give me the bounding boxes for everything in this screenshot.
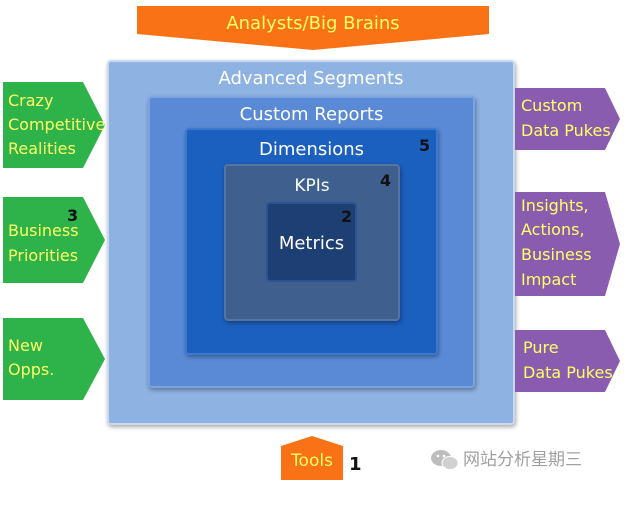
- left-arrow-3: New Opps.: [3, 318, 105, 400]
- top-banner-label: Analysts/Big Brains: [226, 13, 400, 34]
- right-arrow-2-line-1: Insights,: [521, 196, 589, 215]
- left-arrow-1-line-3: Realities: [8, 139, 76, 158]
- left-arrow-2-shape: [3, 197, 105, 283]
- right-arrow-3: Pure Data Pukes: [515, 330, 620, 392]
- left-arrow-3-line-1: New: [8, 336, 43, 355]
- layer-metrics: [266, 202, 357, 282]
- right-arrow-1-line-1: Custom: [521, 96, 583, 115]
- right-arrow-3-line-2: Data Pukes: [523, 363, 613, 382]
- left-arrow-1-line-2: Competitive: [8, 115, 106, 134]
- left-arrow-3-line-2: Opps.: [8, 360, 55, 379]
- right-arrow-2: Insights, Actions, Business Impact: [515, 192, 620, 296]
- wechat-icon: [431, 450, 459, 470]
- layer-metrics-label: Metrics: [278, 233, 345, 254]
- right-arrow-2-line-4: Impact: [521, 270, 577, 289]
- layer-custom-reports-label: Custom Reports: [239, 104, 384, 125]
- right-arrow-2-shape: [515, 192, 620, 296]
- left-arrow-1-line-1: Crazy: [8, 91, 54, 110]
- metrics-number: 2: [341, 207, 353, 226]
- layer-dimensions-label: Dimensions: [258, 139, 365, 160]
- tools-number: 1: [349, 454, 362, 475]
- tools-label: Tools: [291, 451, 333, 471]
- kpis-number: 4: [380, 171, 392, 190]
- dimensions-number: 5: [419, 136, 431, 155]
- right-arrow-3-line-1: Pure: [523, 338, 559, 357]
- left-arrow-2-line-2: Priorities: [8, 246, 79, 265]
- top-banner: Analysts/Big Brains: [137, 6, 489, 50]
- tools-arrow: Tools: [281, 436, 343, 480]
- watermark-text: 网站分析星期三: [463, 450, 582, 470]
- right-arrow-1-line-2: Data Pukes: [521, 121, 611, 140]
- left-arrow-1-shape: [3, 82, 105, 168]
- right-arrow-1: Custom Data Pukes: [515, 88, 620, 150]
- right-arrow-1-shape: [515, 88, 620, 150]
- right-arrow-2-line-3: Business: [521, 245, 592, 264]
- left-arrow-1: Crazy Competitive Realities: [3, 82, 105, 168]
- left-arrow-3-shape: [3, 318, 105, 400]
- layer-advanced-segments-label: Advanced Segments: [218, 68, 404, 89]
- right-arrow-3-shape: [515, 330, 620, 392]
- right-arrow-2-line-2: Actions,: [521, 220, 585, 239]
- tools-arrow-shape: [281, 436, 343, 480]
- left-arrow-2-line-1: Business: [8, 221, 79, 240]
- top-banner-shape: [137, 6, 489, 50]
- layer-kpis-label: KPIs: [294, 176, 330, 196]
- left-arrow-2-number: 3: [67, 206, 79, 225]
- left-arrow-2: 3 Business Priorities: [3, 197, 105, 283]
